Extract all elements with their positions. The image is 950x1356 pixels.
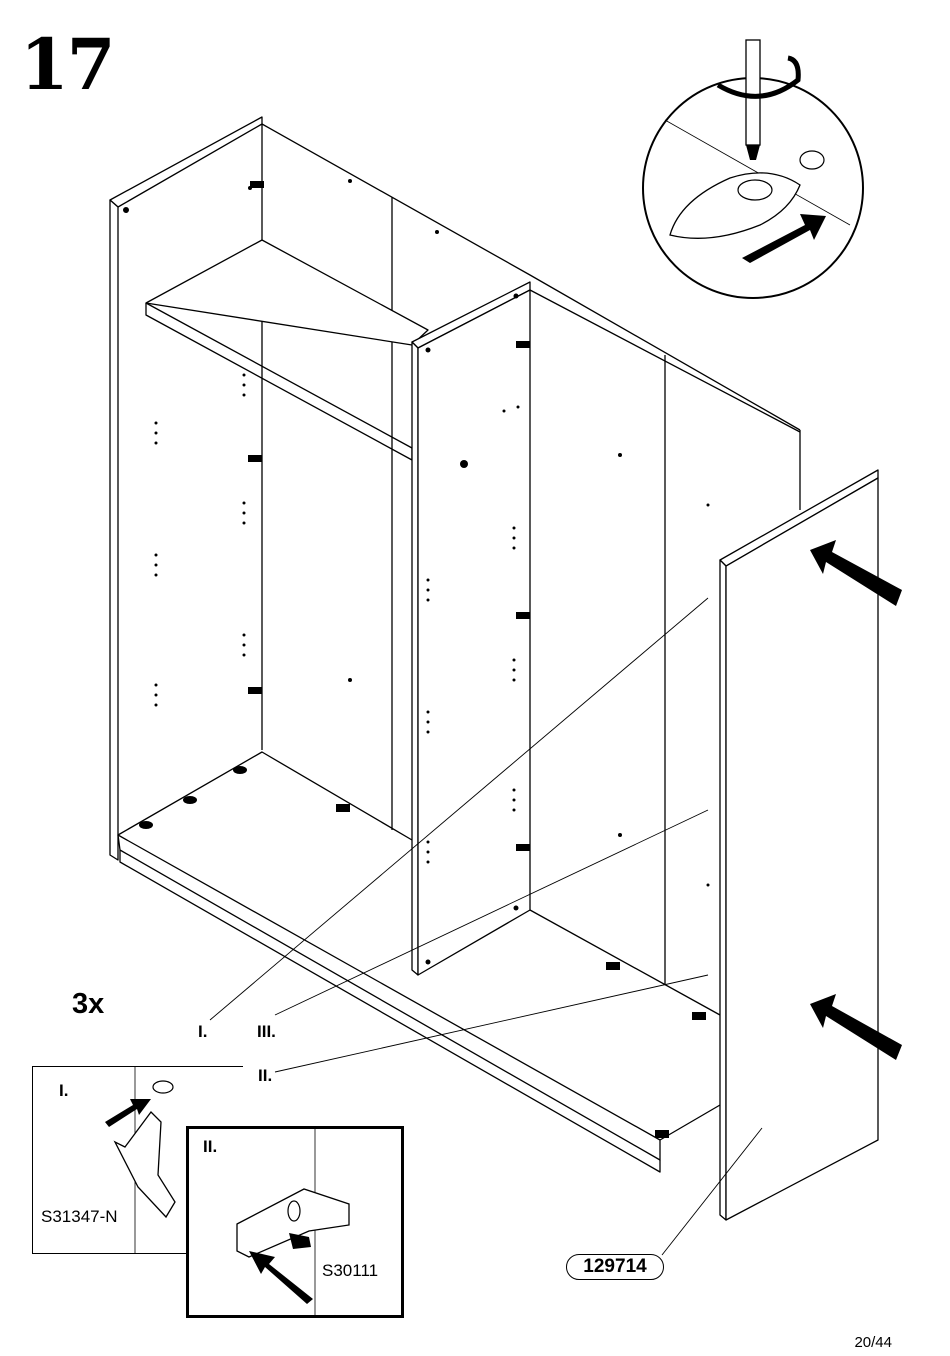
detail-i-part-code: S31347-N xyxy=(41,1207,118,1227)
quantity-label: 3x xyxy=(72,988,104,1021)
callout-ii: II. xyxy=(258,1066,272,1086)
callout-iii: III. xyxy=(257,1022,276,1042)
panel-part-number: 129714 xyxy=(566,1254,664,1280)
screw-icon xyxy=(289,1233,311,1249)
shelf xyxy=(146,240,428,460)
left-side-panel xyxy=(110,117,262,860)
page-number: 20/44 xyxy=(854,1334,892,1351)
middle-divider xyxy=(412,282,530,975)
callout-i: I. xyxy=(198,1022,207,1042)
step-number: 17 xyxy=(20,30,113,100)
detail-ii-part-code: S30111 xyxy=(322,1261,378,1281)
detail-circle xyxy=(643,40,863,298)
door-panel xyxy=(720,470,878,1220)
screwdriver-icon xyxy=(746,40,760,145)
detail-box-ii: II. S30111 xyxy=(186,1126,404,1318)
